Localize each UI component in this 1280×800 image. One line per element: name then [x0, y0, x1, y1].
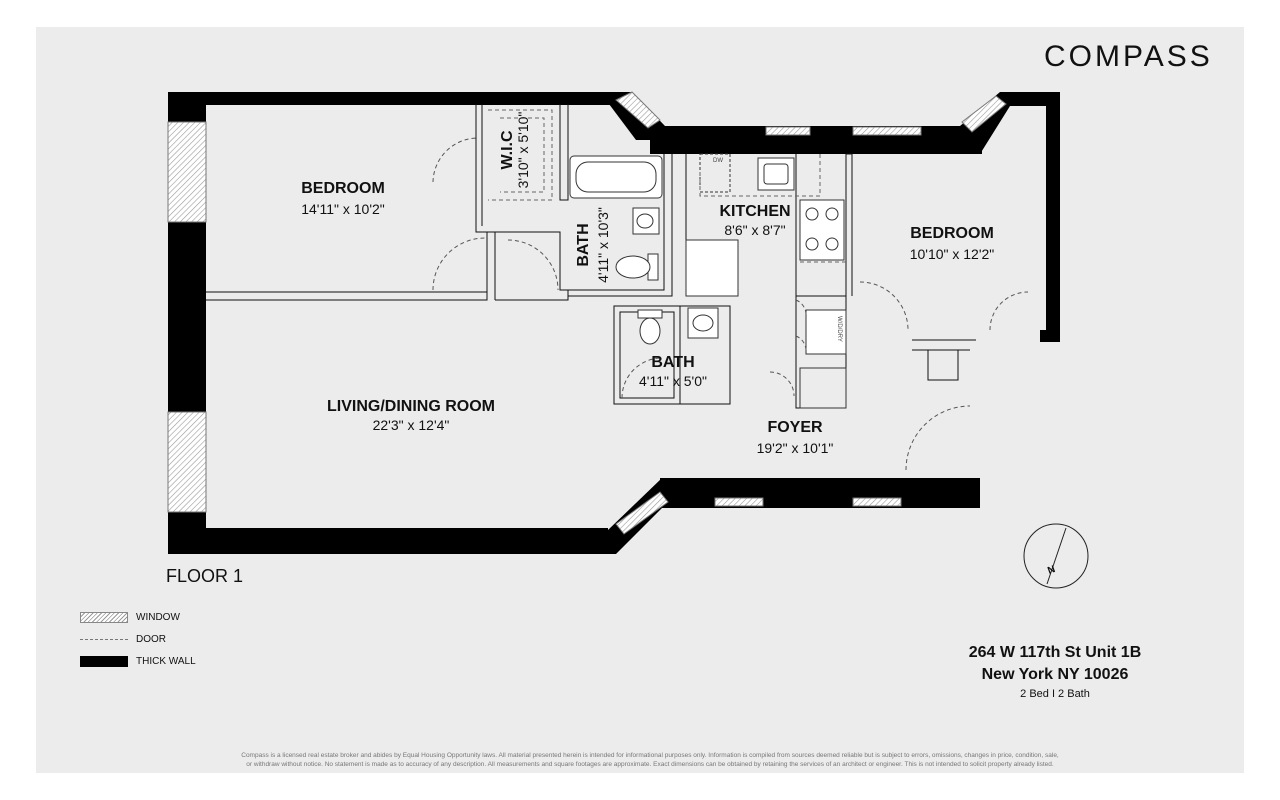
svg-text:W.I.C: W.I.C	[499, 130, 516, 170]
address-street: 264 W 117th St Unit 1B	[968, 644, 1142, 661]
legend-door-label: DOOR	[136, 633, 166, 645]
legend-window-label: WINDOW	[136, 611, 180, 623]
closet-foyer	[799, 367, 847, 409]
room-label-bedroom-1: BEDROOM 14'11" x 10'2"	[301, 180, 385, 217]
toilet-2	[639, 317, 661, 345]
svg-text:KITCHEN: KITCHEN	[719, 203, 790, 220]
svg-text:14'11" x 10'2": 14'11" x 10'2"	[301, 201, 385, 217]
window-swatch	[80, 611, 128, 623]
address-city: New York NY 10026	[981, 666, 1129, 683]
svg-text:10'10" x 12'2": 10'10" x 12'2"	[910, 246, 995, 262]
address-bed-bath: 2 Bed I 2 Bath	[1020, 688, 1090, 700]
room-label-wic: W.I.C 3'10" x 5'10"	[499, 112, 531, 189]
svg-text:BATH: BATH	[651, 354, 694, 371]
dashed-lines	[488, 109, 846, 263]
disclaimer-line-1: Compass is a licensed real estate broker…	[241, 752, 1059, 759]
dishwasher-label: DW	[713, 158, 723, 164]
svg-text:FOYER: FOYER	[767, 419, 823, 436]
legend-thick-wall-label: THICK WALL	[136, 655, 196, 667]
room-label-kitchen: KITCHEN 8'6" x 8'7"	[719, 203, 790, 238]
svg-text:19'2" x 10'1": 19'2" x 10'1"	[757, 440, 834, 456]
svg-text:22'3" x 12'4": 22'3" x 12'4"	[373, 417, 450, 433]
svg-text:BEDROOM: BEDROOM	[301, 180, 385, 197]
disclaimer-line-2: or withdraw without notice. No statement…	[246, 761, 1054, 768]
stove	[799, 199, 845, 261]
legend-thick-wall: THICK WALL	[80, 650, 196, 672]
floor-label: FLOOR 1	[166, 566, 244, 586]
washer-dryer-label: W/D/DRY	[836, 316, 842, 342]
svg-text:4'11" x 5'0": 4'11" x 5'0"	[639, 373, 707, 389]
svg-text:BEDROOM: BEDROOM	[910, 225, 994, 242]
door-swatch	[80, 638, 128, 640]
thick-wall-swatch	[80, 655, 128, 667]
legend-door: DOOR	[80, 628, 196, 650]
compass-north-label: N	[1046, 564, 1057, 577]
svg-text:LIVING/DINING ROOM: LIVING/DINING ROOM	[327, 398, 495, 415]
toilet-2-tank	[637, 309, 663, 319]
svg-text:8'6" x 8'7": 8'6" x 8'7"	[724, 222, 785, 238]
room-label-living: LIVING/DINING ROOM 22'3" x 12'4"	[327, 398, 495, 433]
fridge	[685, 239, 739, 297]
room-label-bath-1: BATH 4'11" x 10'3"	[575, 207, 611, 283]
kitchen-sink	[757, 157, 795, 191]
room-label-bedroom-2: BEDROOM 10'10" x 12'2"	[910, 225, 995, 262]
legend-window: WINDOW	[80, 606, 196, 628]
compass-logo: COMPASS	[1044, 40, 1213, 73]
address-block: 264 W 117th St Unit 1B New York NY 10026…	[930, 642, 1180, 702]
windows	[167, 91, 1007, 535]
svg-text:3'10" x 5'10": 3'10" x 5'10"	[515, 112, 531, 189]
toilet-1	[615, 255, 651, 279]
washer-dryer	[805, 309, 847, 355]
compass-rose: N	[1023, 523, 1089, 589]
bathtub	[569, 155, 663, 199]
svg-text:4'11" x 10'3": 4'11" x 10'3"	[595, 207, 611, 283]
svg-text:BATH: BATH	[575, 223, 592, 266]
room-label-bath-2: BATH 4'11" x 5'0"	[639, 354, 707, 389]
room-label-foyer: FOYER 19'2" x 10'1"	[757, 419, 834, 456]
disclaimer: Compass is a licensed real estate broker…	[150, 751, 1150, 769]
fixtures	[569, 153, 847, 409]
doors	[432, 137, 1029, 471]
legend: WINDOW DOOR THICK WALL	[80, 606, 196, 672]
